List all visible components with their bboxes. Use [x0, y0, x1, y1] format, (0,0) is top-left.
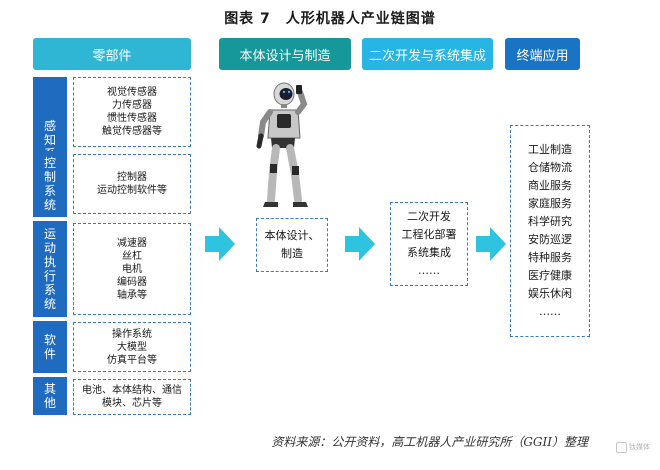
component-item: 仿真平台等 — [107, 354, 157, 366]
application-item: 商业服务 — [528, 179, 572, 192]
component-item: 触觉传感器等 — [102, 126, 162, 137]
component-box-software: 操作系统 大模型 仿真平台等 — [73, 322, 191, 372]
integration-line: 工程化部署 — [401, 228, 457, 241]
watermark-text: 钛媒体 — [629, 443, 650, 451]
component-item: 轴承等 — [117, 289, 147, 301]
design-manufacturing-box: 本体设计、 制造 — [256, 218, 328, 272]
category-motion-execution: 运动执行系统 — [33, 221, 67, 317]
right-arrow-icon — [205, 227, 235, 261]
integration-line: …… — [418, 264, 440, 277]
integration-line: 系统集成 — [407, 246, 451, 259]
component-item: 力传感器 — [112, 100, 152, 111]
integration-line: 二次开发 — [407, 210, 451, 223]
category-software: 软件 — [33, 321, 67, 373]
design-line: 本体设计、 — [264, 229, 320, 242]
application-item: …… — [539, 305, 561, 318]
component-item: 电池、本体结构、通信 — [82, 385, 182, 396]
header-parts: 零部件 — [33, 38, 191, 70]
application-item: 娱乐休闲 — [528, 287, 572, 300]
design-line: 制造 — [281, 247, 303, 260]
application-item: 医疗健康 — [528, 269, 572, 282]
component-box-perception: 视觉传感器 力传感器 惯性传感器 触觉传感器等 — [73, 77, 191, 147]
category-other: 其他 — [33, 377, 67, 415]
component-box-motion: 减速器 丝杠 电机 编码器 轴承等 — [73, 223, 191, 315]
right-arrow-icon — [345, 227, 375, 261]
category-label: 运动执行系统 — [43, 227, 56, 311]
category-label: 控制系统 — [43, 156, 56, 212]
component-item: 丝杠 — [122, 250, 142, 262]
application-item: 特种服务 — [528, 251, 572, 264]
category-control: 控制系统 — [33, 151, 67, 217]
component-box-other: 电池、本体结构、通信 模块、芯片等 — [73, 379, 191, 415]
source-note: 资料来源：公开资料，高工机器人产业研究所（GGII）整理 — [271, 435, 588, 449]
watermark: 钛媒体 — [616, 440, 650, 462]
component-item: 控制器 — [117, 172, 147, 183]
component-item: 编码器 — [117, 276, 147, 288]
component-box-control: 控制器 运动控制软件等 — [73, 154, 191, 214]
header-end-applications: 终端应用 — [505, 38, 580, 70]
application-item: 家庭服务 — [528, 197, 572, 210]
component-item: 运动控制软件等 — [97, 185, 167, 196]
integration-box: 二次开发 工程化部署 系统集成 …… — [390, 202, 468, 286]
component-item: 惯性传感器 — [107, 113, 157, 124]
component-item: 减速器 — [117, 237, 147, 249]
right-arrow-icon — [476, 227, 506, 261]
application-item: 安防巡逻 — [528, 233, 572, 246]
category-label: 其他 — [43, 382, 56, 410]
component-item: 电机 — [122, 263, 142, 275]
component-item: 视觉传感器 — [107, 87, 157, 98]
category-label: 软件 — [43, 333, 56, 361]
diagram-title: 图表 7 人形机器人产业链图谱 — [224, 11, 436, 27]
application-item: 工业制造 — [528, 143, 572, 156]
component-item: 操作系统 — [112, 328, 152, 340]
header-design-manufacturing: 本体设计与制造 — [219, 38, 351, 70]
application-item: 科学研究 — [528, 215, 572, 228]
component-item: 模块、芯片等 — [102, 398, 162, 409]
application-item: 仓储物流 — [528, 161, 572, 174]
end-applications-box: 工业制造 仓储物流 商业服务 家庭服务 科学研究 安防巡逻 特种服务 医疗健康 … — [510, 125, 590, 337]
watermark-logo-icon — [616, 442, 627, 453]
humanoid-robot-image — [256, 82, 308, 207]
component-item: 大模型 — [117, 341, 147, 353]
header-integration: 二次开发与系统集成 — [362, 38, 493, 70]
